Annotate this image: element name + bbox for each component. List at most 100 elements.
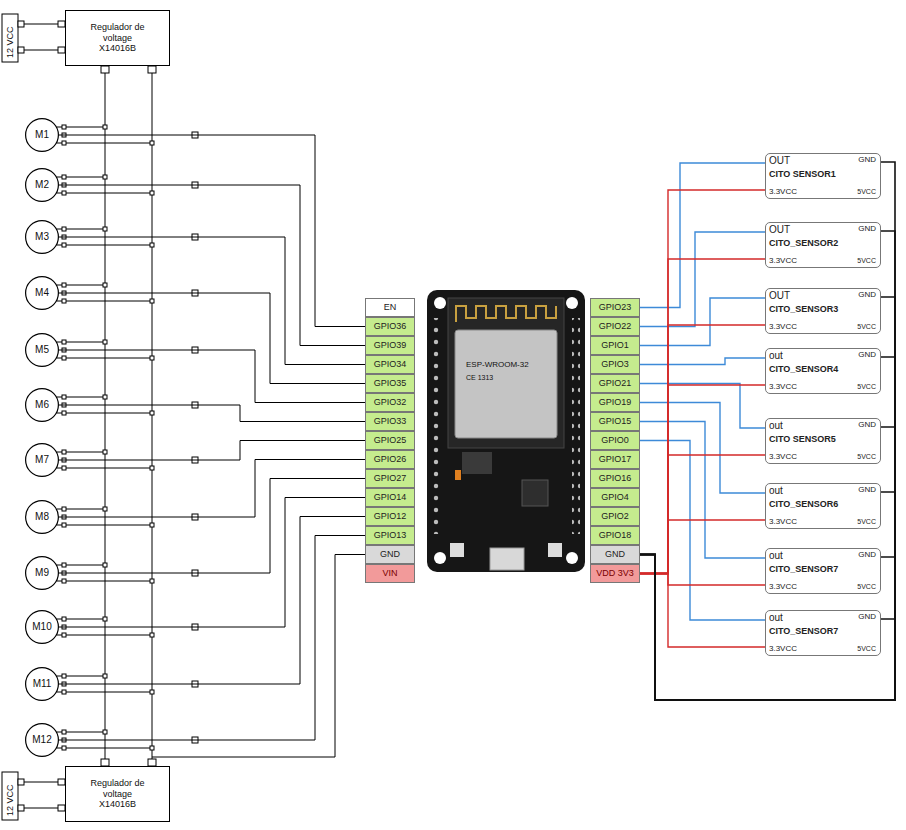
pin-label: 5VCC	[857, 383, 876, 391]
sensor-name: CITO_SENSOR6	[769, 499, 838, 509]
power-wiring	[2, 14, 365, 820]
motor-label: M6	[35, 399, 49, 411]
motor-symbol: M7	[25, 443, 59, 477]
signal-wire	[640, 427, 895, 700]
pin-header-cell: GPIO36	[365, 317, 415, 336]
pin-name: GPIO27	[374, 473, 407, 483]
module-marking: ESP-WROOM-32	[466, 360, 529, 369]
pin-name: GPIO12	[374, 511, 407, 521]
motor-symbol: M2	[25, 168, 59, 202]
motor-label: M4	[35, 287, 49, 299]
sensor-module: OUTGNDCITO_SENSOR23.3VCC5VCC	[765, 222, 881, 268]
pin-header-cell: GPIO4	[590, 488, 640, 507]
sensor-name: CITO_SENSOR3	[769, 304, 838, 314]
signal-wire	[59, 293, 365, 384]
signal-wire	[640, 231, 895, 700]
pin-name: GND	[605, 549, 625, 559]
sensor-name: CITO_SENSOR7	[769, 626, 838, 636]
signal-wire	[59, 536, 365, 741]
pin-label: 3.3VCC	[769, 382, 797, 391]
sensor-module: outGNDCITO SENSOR53.3VCC5VCC	[765, 418, 881, 464]
pin-label: out	[769, 612, 783, 624]
pin-label: out	[769, 485, 783, 497]
motor-symbol: M4	[25, 276, 59, 310]
pin-label: 3.3VCC	[769, 187, 797, 196]
motor-label: M12	[32, 734, 51, 746]
pin-name: VIN	[382, 568, 397, 578]
pin-label: OUT	[769, 224, 790, 236]
pin-name: GPIO15	[599, 416, 632, 426]
pin-label: GND	[858, 420, 876, 429]
pin-header-cell: GPIO14	[365, 488, 415, 507]
signal-wire	[640, 297, 895, 700]
motor-label: M11	[33, 678, 52, 690]
voltage-regulator-box: Regulador de voltage X14016B	[65, 766, 170, 822]
pin-label: out	[769, 350, 783, 362]
signal-wire	[59, 441, 365, 461]
motor-symbol: M11	[25, 667, 59, 701]
pin-header-cell: GPIO39	[365, 336, 415, 355]
motor-label: M9	[35, 567, 49, 579]
motor-symbol: M6	[25, 388, 59, 422]
pin-name: VDD 3V3	[596, 568, 634, 578]
signal-wire	[640, 403, 765, 494]
signal-wire	[640, 520, 765, 574]
power-connector	[2, 14, 18, 62]
pin-header-cell: GPIO32	[365, 393, 415, 412]
signal-wire	[640, 259, 765, 574]
pin-label: OUT	[769, 155, 790, 167]
signal-wire	[640, 358, 765, 365]
motor-symbol: M10	[25, 610, 59, 644]
pin-name: GPIO1	[601, 340, 629, 350]
pin-label: GND	[858, 550, 876, 559]
signal-wire	[59, 517, 365, 685]
pin-label: 3.3VCC	[769, 644, 797, 653]
pin-label: 5VCC	[857, 257, 876, 265]
pin-header-cell: GPIO15	[590, 412, 640, 431]
pin-label: 5VCC	[857, 583, 876, 591]
pin-label: 3.3VCC	[769, 452, 797, 461]
motor-label: M3	[35, 231, 49, 243]
pin-header-cell: GPIO23	[590, 298, 640, 317]
supply-label: 12 VCC	[5, 784, 15, 816]
pin-header-cell: GPIO18	[590, 526, 640, 545]
signal-wire	[640, 162, 895, 700]
signal-wire	[640, 298, 765, 346]
pin-label: 5VCC	[857, 323, 876, 331]
pin-header-cell: GPIO35	[365, 374, 415, 393]
sensor-module: OUTGNDCITO SENSOR13.3VCC5VCC	[765, 153, 881, 199]
motor-label: M7	[35, 454, 49, 466]
pin-label: GND	[858, 155, 876, 164]
pin-label: 5VCC	[857, 453, 876, 461]
motor-terminals	[57, 125, 198, 750]
pin-label: 5VCC	[857, 645, 876, 653]
sensor-module: outGNDCITO_SENSOR73.3VCC5VCC	[765, 548, 881, 594]
signal-wire	[640, 190, 765, 574]
pin-header-cell: GPIO0	[590, 431, 640, 450]
signal-wire	[640, 385, 765, 574]
pin-header-cell: GPIO33	[365, 412, 415, 431]
pin-name: EN	[384, 302, 397, 312]
pin-header-cell: GPIO1	[590, 336, 640, 355]
pin-label: 3.3VCC	[769, 322, 797, 331]
pin-name: GPIO0	[601, 435, 629, 445]
motor-symbol: M9	[25, 556, 59, 590]
pin-name: GND	[380, 549, 400, 559]
pin-label: 3.3VCC	[769, 517, 797, 526]
pin-name: GPIO23	[599, 302, 632, 312]
pin-header-cell: GPIO12	[365, 507, 415, 526]
pin-header-cell: GPIO16	[590, 469, 640, 488]
signal-wire	[640, 422, 765, 559]
pin-name: GPIO13	[374, 530, 407, 540]
pin-name: GPIO17	[599, 454, 632, 464]
pin-label: OUT	[769, 290, 790, 302]
pin-header-cell: GPIO27	[365, 469, 415, 488]
pin-header-cell: VDD 3V3	[590, 564, 640, 583]
motor-symbol: M12	[25, 723, 59, 757]
sensor-name: CITO_SENSOR7	[769, 564, 838, 574]
pin-name: GPIO22	[599, 321, 632, 331]
sensor-name: CITO_SENSOR2	[769, 238, 838, 248]
pin-name: GPIO39	[374, 340, 407, 350]
motor-label: M8	[35, 511, 49, 523]
esp32-board	[427, 290, 585, 572]
